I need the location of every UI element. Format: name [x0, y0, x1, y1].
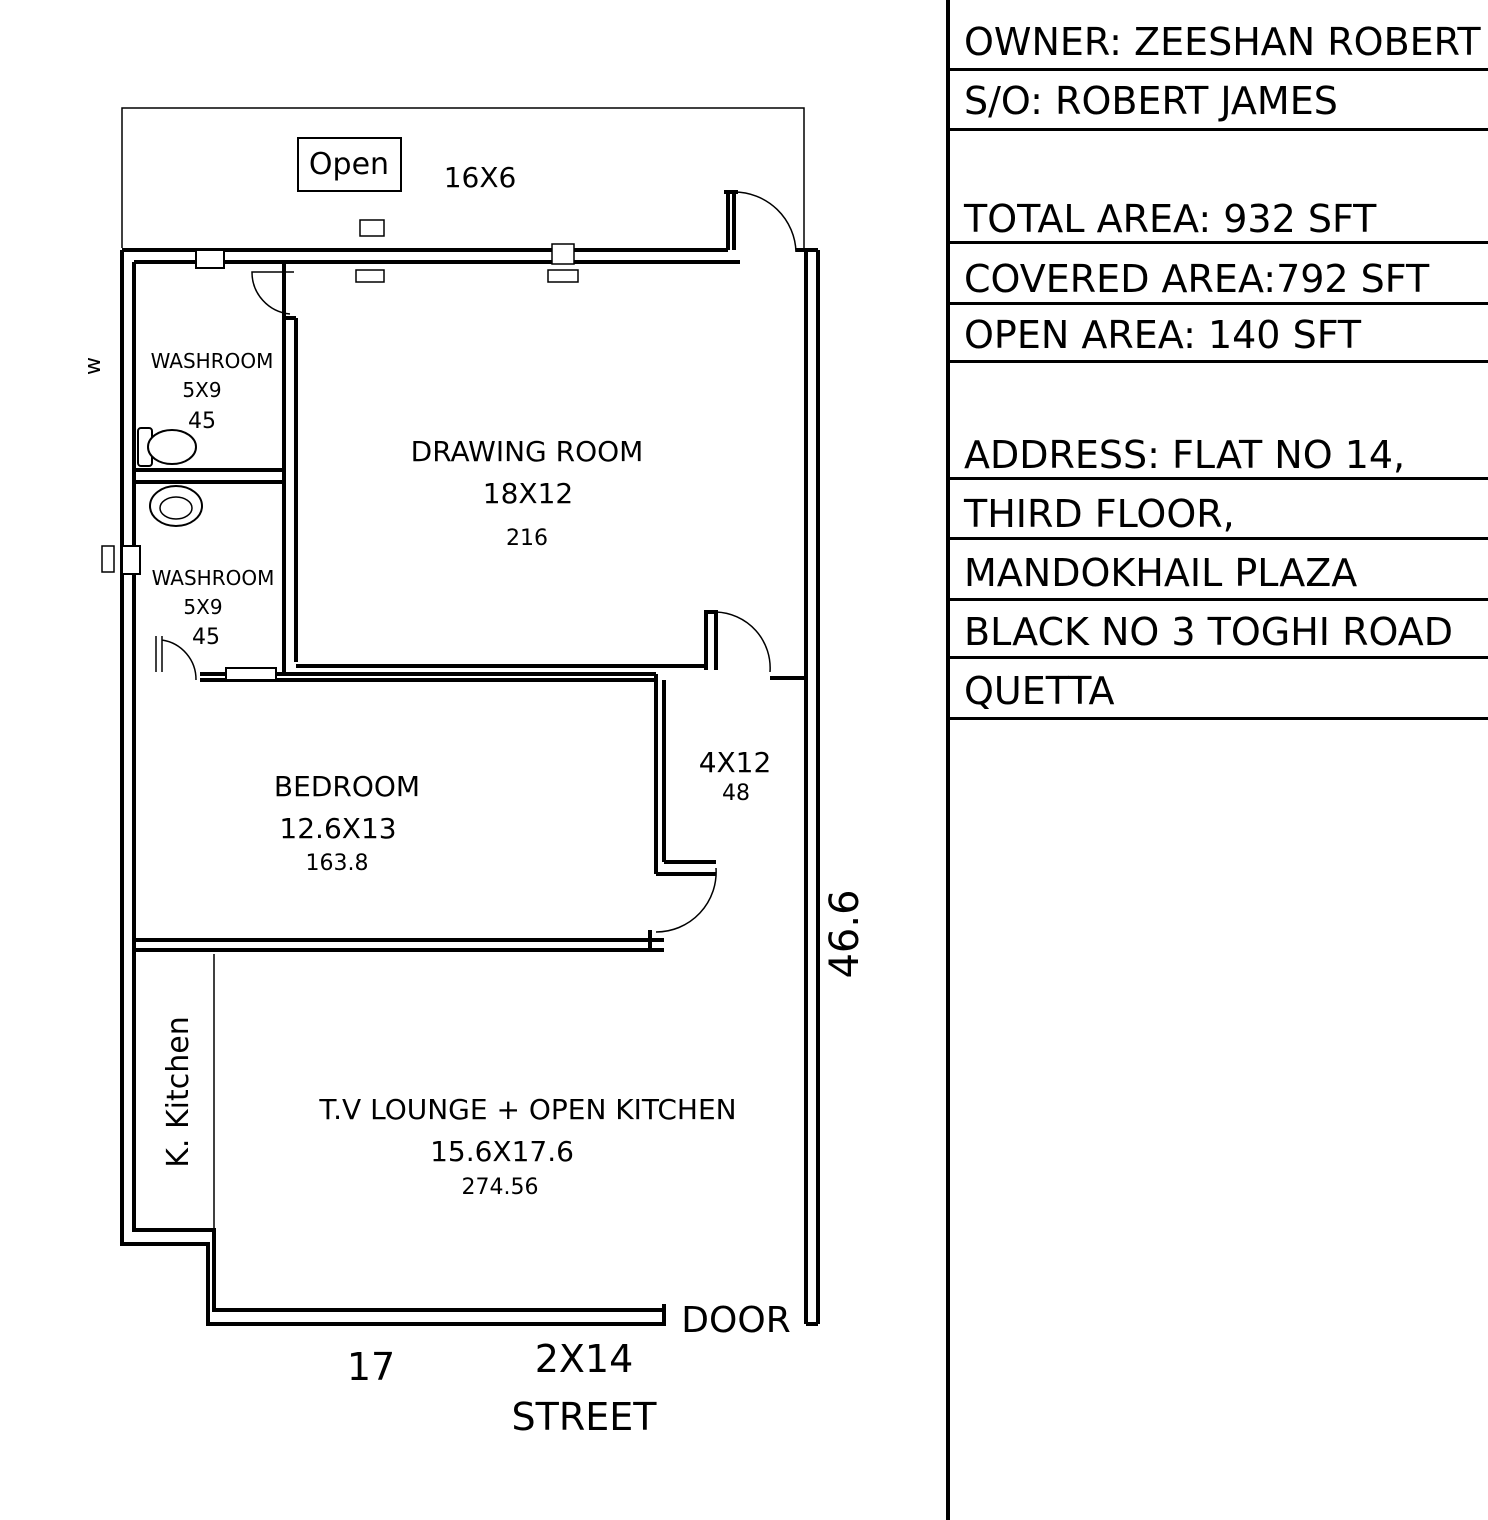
rule	[950, 302, 1488, 305]
address-line-4: BLACK NO 3 TOGHI ROAD	[964, 610, 1453, 654]
street-size: 2X14	[535, 1337, 634, 1381]
tv-lounge-area: 274.56	[462, 1175, 539, 1200]
address-line-3: MANDOKHAIL PLAZA	[964, 551, 1358, 595]
windows	[121, 249, 277, 681]
drawing-room-area: 216	[506, 526, 548, 551]
floor-plan: Open 16X6	[81, 107, 868, 1439]
address-line-1: ADDRESS: FLAT NO 14,	[964, 433, 1406, 477]
washroom-2-size: 5X9	[183, 595, 222, 619]
washroom-1-area: 45	[188, 409, 216, 434]
terrace-size: 16X6	[444, 161, 517, 194]
width-dimension: 17	[347, 1345, 395, 1389]
address-line-2: THIRD FLOOR,	[964, 492, 1235, 536]
washroom-2-name: WASHROOM	[152, 566, 275, 590]
kitchen-label: K. Kitchen	[161, 1016, 196, 1168]
street-label: STREET	[512, 1395, 658, 1439]
rule	[950, 656, 1488, 659]
bedroom-size: 12.6X13	[279, 812, 396, 845]
washroom-2-area: 45	[192, 625, 220, 650]
address-line-5: QUETTA	[964, 669, 1115, 713]
depth-dimension: 46.6	[822, 889, 868, 978]
owner-text: OWNER: ZEESHAN ROBERT	[964, 20, 1481, 64]
tv-lounge-size: 15.6X17.6	[430, 1135, 574, 1168]
ac-units	[101, 219, 579, 573]
open-terrace-outline	[121, 107, 805, 250]
open-label: Open	[309, 147, 389, 182]
rule	[950, 241, 1488, 244]
rule	[950, 68, 1488, 71]
sink-icon	[149, 485, 203, 527]
rule	[950, 717, 1488, 720]
passage-size: 4X12	[699, 746, 772, 779]
total-area-text: TOTAL AREA: 932 SFT	[964, 197, 1377, 241]
rule	[950, 128, 1488, 131]
toilet-icon	[137, 427, 197, 467]
open-label-box	[297, 137, 402, 192]
side-mark: w	[81, 357, 106, 375]
bedroom-area: 163.8	[306, 851, 369, 876]
drawing-room-name: DRAWING ROOM	[411, 435, 644, 468]
rule	[950, 598, 1488, 601]
rule	[950, 477, 1488, 480]
passage-area: 48	[722, 781, 750, 806]
rule	[950, 360, 1488, 363]
bedroom-name: BEDROOM	[274, 770, 420, 803]
father-text: S/O: ROBERT JAMES	[964, 79, 1338, 123]
drawing-room-size: 18X12	[483, 477, 573, 510]
washroom-1-name: WASHROOM	[151, 349, 274, 373]
door-label: DOOR	[681, 1300, 790, 1341]
open-area-text: OPEN AREA: 140 SFT	[964, 313, 1362, 357]
tv-lounge-name: T.V LOUNGE + OPEN KITCHEN	[318, 1093, 736, 1126]
washroom-1-size: 5X9	[182, 378, 221, 402]
rule	[950, 537, 1488, 540]
info-panel: OWNER: ZEESHAN ROBERT S/O: ROBERT JAMES …	[946, 0, 1488, 1520]
covered-area-text: COVERED AREA:792 SFT	[964, 257, 1430, 301]
